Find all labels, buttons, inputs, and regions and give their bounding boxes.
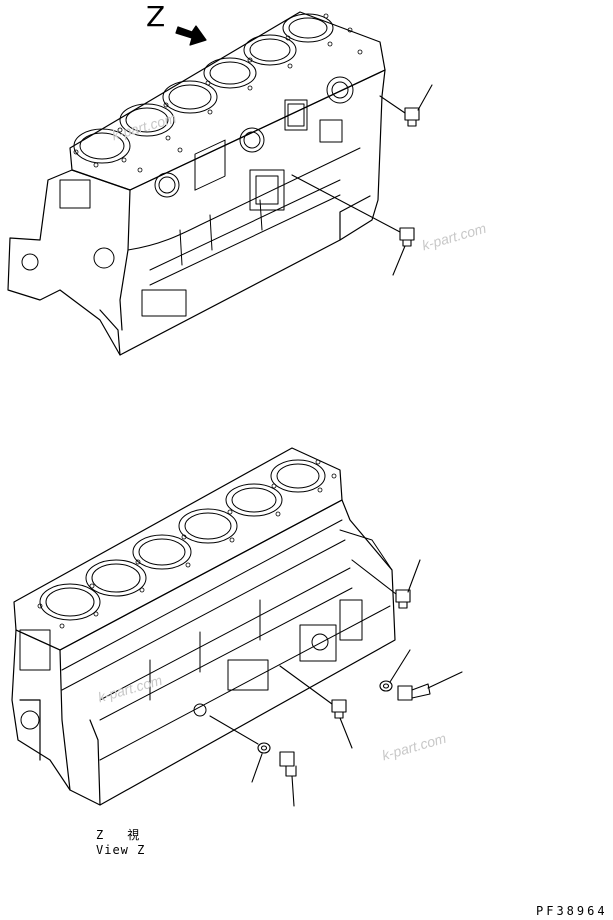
head-bolt-holes-top (73, 13, 363, 173)
engine-block-bottom (11, 447, 463, 807)
head-bolt-holes-bottom (37, 459, 337, 629)
block-top-deck (69, 11, 386, 191)
leader-bottom-1 (407, 559, 421, 593)
view-caption-jp: Z 視 (96, 828, 140, 842)
z-arrow-icon (175, 25, 207, 46)
view-marker-label: Z (146, 0, 166, 33)
bolt-bottom-1 (397, 671, 463, 701)
leader-bottom-3 (427, 671, 463, 689)
engine-block-top (7, 11, 433, 356)
side-ports-top (21, 76, 361, 317)
cylinder-bores-bottom (39, 459, 326, 621)
leader-bottom-6 (291, 775, 295, 807)
leader-top-2 (392, 245, 406, 276)
view-caption-en: View Z (96, 843, 146, 857)
plug-bottom-1 (351, 559, 421, 609)
leader-bottom-4 (339, 717, 353, 749)
plug-bottom-2 (279, 665, 353, 749)
block-top-body (7, 69, 386, 356)
washer-bottom-2 (209, 715, 271, 783)
leader-bottom-5 (251, 753, 263, 783)
side-features-bottom (19, 519, 393, 761)
washer-bottom-1 (379, 649, 411, 692)
leader-top-1 (417, 84, 433, 111)
block-bottom-body (11, 499, 396, 806)
plug-top-2 (291, 174, 415, 276)
bolt-bottom-2 (279, 751, 297, 807)
cylinder-bores-top (73, 13, 334, 164)
drawing-code: PF38964 (536, 904, 608, 918)
plug-top-1 (379, 84, 433, 127)
leader-bottom-2 (389, 649, 411, 683)
